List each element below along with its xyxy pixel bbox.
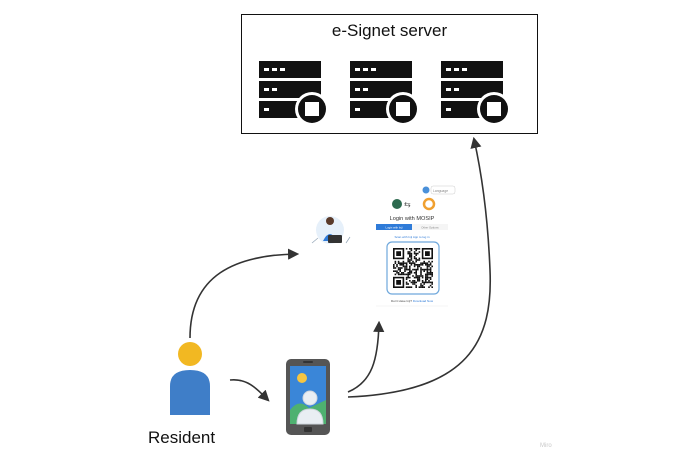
server-icon [259,61,329,126]
esignet-server-box: e-Signet server [241,14,538,134]
sun-icon [297,373,307,383]
scan-hint: Scan with Inji App to log in [394,235,429,239]
swap-arrows-icon: ⇆ [404,200,411,209]
resident-label: Resident [148,428,216,447]
download-prompt: Don't Have Inji? Download Now [391,299,434,303]
login-title: Login with MOSIP [390,216,435,222]
tab-login-with-inji[interactable]: Login with Inji [376,224,412,230]
person-at-laptop-illustration [311,216,351,244]
language-label: Language [433,189,448,193]
server-icon [350,61,420,126]
person-icon [170,342,210,415]
smartphone-icon [286,359,330,435]
server-icon [441,61,511,126]
inji-logo-icon [392,199,402,209]
language-selector[interactable]: Language [422,185,456,195]
person-head [178,342,202,366]
person-body [170,370,210,415]
home-button [304,427,312,432]
svg-text:Other Options: Other Options [421,225,439,229]
mosip-logo-icon [422,197,436,211]
login-screen-thumbnail: Language ⇆ Login with MOSIP Login with I… [311,185,456,307]
arrow-phone-to-server [347,136,492,398]
svg-text:Login with Inji: Login with Inji [386,225,403,229]
arrow-phone-to-login-card [347,320,385,393]
tab-other-options[interactable]: Other Options [412,224,448,230]
arrow-resident-to-login-card [189,248,300,339]
server-title: e-Signet server [331,21,448,40]
qr-code [393,248,433,288]
download-now-link[interactable]: Download Now [413,299,434,303]
qr-frame [386,241,440,295]
arrow-resident-to-phone [229,379,270,402]
watermark: Miro [540,443,552,449]
